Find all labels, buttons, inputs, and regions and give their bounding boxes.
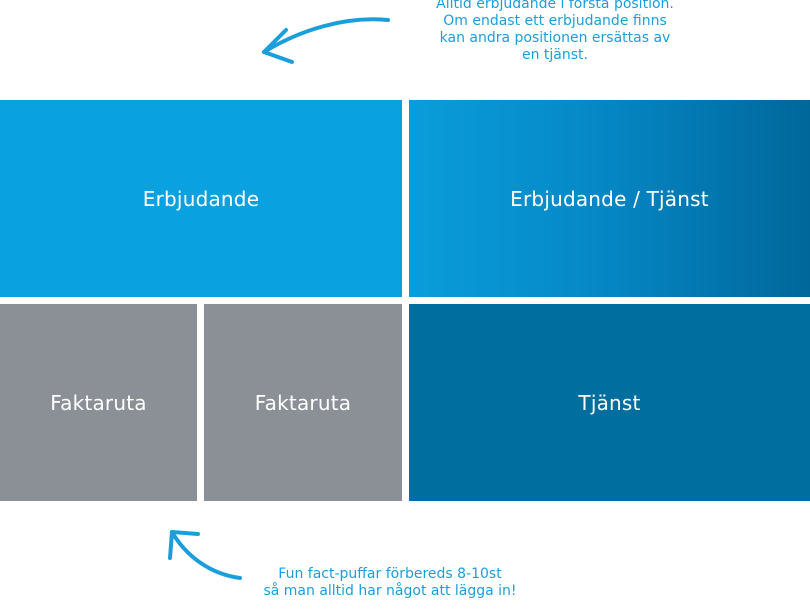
- offer-tile-label: Erbjudande: [142, 186, 260, 211]
- fact-box-tile-1: Faktaruta: [0, 304, 197, 501]
- annotation-line: en tjänst.: [521, 47, 588, 63]
- annotation-fun-facts: Fun fact-puffar förbereds 8-10st så man …: [245, 566, 535, 600]
- offer-or-service-tile-label: Erbjudande / Tjänst: [510, 186, 709, 211]
- fact-box-tile-2: Faktaruta: [204, 304, 402, 501]
- offer-tile: Erbjudande: [0, 100, 402, 297]
- annotation-line: Om endast ett erbjudande finns: [443, 13, 667, 29]
- service-tile-label: Tjänst: [578, 390, 641, 415]
- annotation-line: Fun fact-puffar förbereds 8-10st: [278, 566, 502, 582]
- offer-or-service-tile: Erbjudande / Tjänst: [409, 100, 810, 297]
- annotation-line: kan andra positionen ersättas av: [439, 30, 671, 46]
- service-tile: Tjänst: [409, 304, 810, 501]
- curved-arrow-up-left-icon: [168, 530, 242, 580]
- annotation-line: så man alltid har något att lägga in!: [263, 583, 517, 599]
- curved-arrow-left-icon: [262, 17, 390, 64]
- fact-box-tile-label: Faktaruta: [50, 390, 147, 415]
- annotation-line: Alltid erbjudande i första position.: [436, 0, 674, 12]
- fact-box-tile-label: Faktaruta: [254, 390, 352, 415]
- annotation-first-position: Alltid erbjudande i första position. Om …: [405, 0, 705, 64]
